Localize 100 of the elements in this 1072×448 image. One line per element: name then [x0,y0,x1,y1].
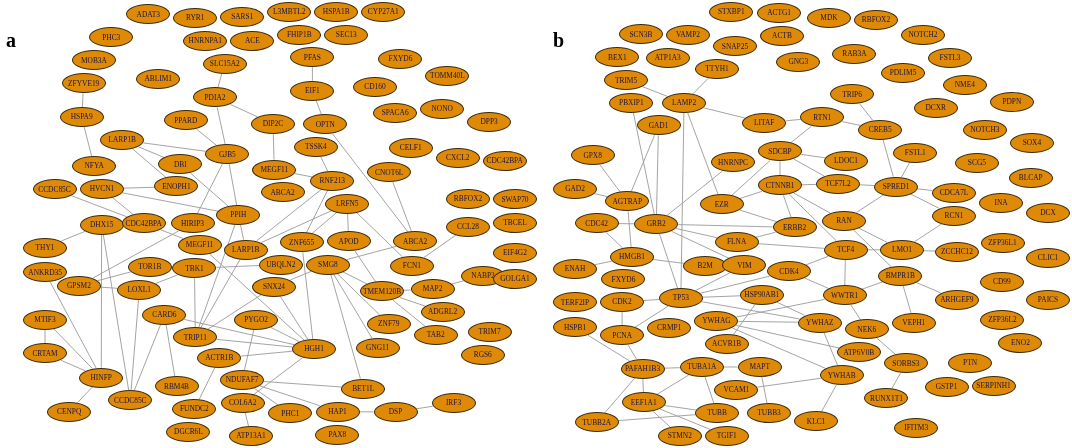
interaction-line [320,156,329,172]
interaction-line [632,112,655,215]
interaction-line [656,134,659,215]
interaction-line [677,224,774,228]
interaction-line [112,197,134,215]
interaction-line [83,126,93,157]
interaction-line [621,311,623,326]
interaction-line [356,212,403,258]
interaction-line [243,329,255,371]
interaction-line [230,104,258,118]
interaction-line [761,376,768,404]
panel-letter: a [6,30,16,50]
interaction-line [664,405,697,411]
interaction-line [102,234,130,391]
interaction-line [859,103,874,121]
panel-letter: b [553,30,565,50]
interaction-line [823,331,839,367]
interaction-line [392,299,426,327]
interaction-line [867,249,881,251]
interaction-line [130,299,139,391]
interaction-line [755,231,776,238]
interaction-line [618,223,635,225]
interaction-line [311,211,338,234]
interaction-line [785,118,802,122]
interaction-line [643,299,660,301]
interaction-line [217,72,223,88]
interaction-line [594,193,609,198]
interaction-line [392,181,412,232]
interaction-line [451,280,465,285]
interaction-line [782,194,792,219]
interaction-line [859,184,875,186]
interaction-line [821,384,837,413]
interaction-line [736,298,825,318]
interaction-line [733,304,756,335]
interaction-line [675,228,718,239]
interaction-line [914,223,942,243]
interaction-line [132,148,167,179]
interaction-line [779,160,781,176]
interaction-line [336,273,380,316]
interaction-line [240,224,245,241]
interaction-line [704,376,715,404]
interaction-line [723,366,739,368]
interaction-line [902,285,912,314]
interaction-line [923,250,936,252]
interaction-line [692,77,709,95]
interaction-line [594,260,613,266]
interaction-line [700,301,800,320]
interaction-line [347,213,349,232]
interaction-line [216,106,226,145]
interaction-line [699,275,771,294]
interaction-line [891,372,901,390]
interaction-line [97,271,132,282]
interaction-line [332,133,409,233]
interaction-line [77,386,93,403]
interaction-line [198,224,236,328]
interaction-line [737,320,799,323]
interaction-line [228,163,238,206]
interaction-line [123,186,155,189]
interaction-line [53,328,93,369]
interaction-line [263,381,342,388]
interaction-line [788,194,837,242]
interaction-line [189,172,229,207]
interaction-line [200,258,241,329]
interaction-line [138,146,165,158]
interaction-line [359,411,374,413]
interaction-line [680,112,685,289]
interaction-line [642,86,668,97]
interaction-line [756,377,822,388]
interaction-line [311,66,313,82]
interaction-line [652,259,685,264]
interaction-line [165,324,176,377]
interaction-line [917,188,934,191]
interaction-line [739,209,777,223]
interaction-line [687,112,719,196]
interaction-line [800,153,826,159]
interaction-line [599,164,621,193]
interaction-line [49,281,97,369]
interaction-line [882,139,894,178]
interaction-line [861,281,884,290]
interaction-line [333,273,373,339]
interaction-line [194,277,196,328]
interaction-line [44,329,46,344]
interaction-line [183,318,295,346]
interaction-line [315,100,322,115]
interaction-line [240,350,293,357]
interaction-line [604,377,636,414]
interaction-line [306,190,328,233]
interaction-line [415,405,434,410]
interaction-line [850,304,862,321]
interaction-line [627,210,632,248]
interaction-line [659,233,679,289]
interaction-line [354,250,377,283]
interaction-line [81,92,84,108]
interaction-line [196,163,223,214]
interaction-line [302,251,314,340]
interaction-line [133,324,161,391]
interaction-line [702,295,741,298]
interaction-line [627,344,638,360]
interaction-line [215,265,260,268]
interaction-line [652,411,671,428]
